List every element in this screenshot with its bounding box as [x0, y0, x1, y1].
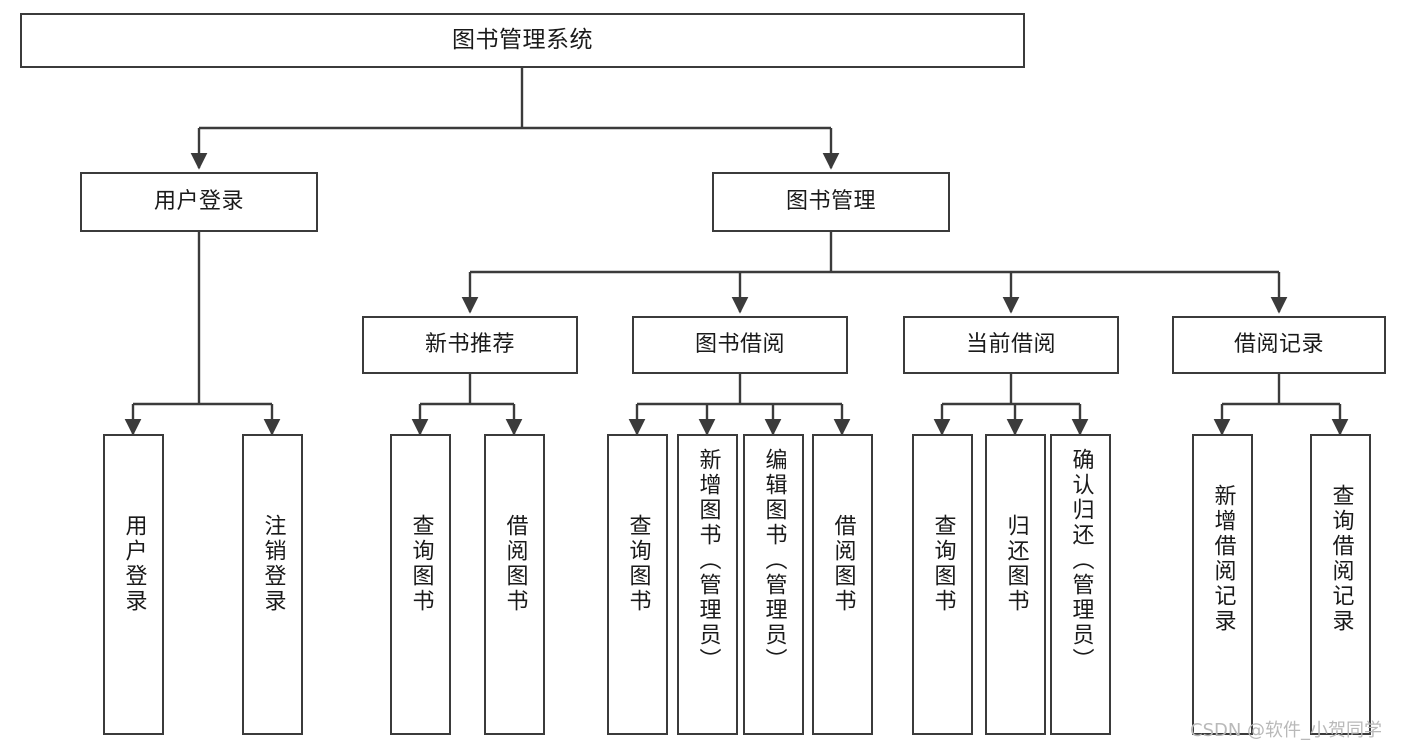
leaf-add-borrow-record[interactable]: 新增借阅记录	[1192, 434, 1253, 735]
node-label: 借阅图书	[830, 514, 856, 614]
leaf-add-book-admin[interactable]: 新增图书（管理员）	[677, 434, 738, 735]
node-book-borrowing[interactable]: 图书借阅	[632, 316, 848, 374]
leaf-query-books-borrowing[interactable]: 查询图书	[607, 434, 668, 735]
node-label: 图书管理系统	[452, 27, 593, 54]
node-label: 查询图书	[408, 514, 434, 614]
node-borrowing-records[interactable]: 借阅记录	[1172, 316, 1386, 374]
leaf-borrow-books[interactable]: 借阅图书	[812, 434, 873, 735]
node-label: 图书借阅	[694, 332, 785, 358]
leaf-query-books-recommendation[interactable]: 查询图书	[390, 434, 451, 735]
leaf-query-books-current[interactable]: 查询图书	[912, 434, 973, 735]
leaf-user-login[interactable]: 用户登录	[103, 434, 164, 735]
node-label: 用户登录	[153, 189, 244, 215]
node-label: 用户登录	[121, 514, 147, 614]
node-label: 借阅图书	[502, 514, 528, 614]
leaf-return-books[interactable]: 归还图书	[985, 434, 1046, 735]
node-label: 新增图书（管理员）	[695, 448, 721, 673]
node-root-library-system[interactable]: 图书管理系统	[20, 13, 1025, 68]
csdn-watermark: CSDN @软件_小贺同学	[1190, 720, 1383, 741]
node-label: 查询借阅记录	[1328, 484, 1354, 634]
node-label: 新增借阅记录	[1210, 484, 1236, 634]
node-label: 编辑图书（管理员）	[761, 448, 787, 673]
node-new-book-recommendation[interactable]: 新书推荐	[362, 316, 578, 374]
node-current-borrowing[interactable]: 当前借阅	[903, 316, 1119, 374]
node-label: 查询图书	[625, 514, 651, 614]
node-label: 归还图书	[1003, 514, 1029, 614]
node-user-login[interactable]: 用户登录	[80, 172, 318, 232]
node-label: 借阅记录	[1233, 332, 1324, 358]
leaf-borrow-books-recommendation[interactable]: 借阅图书	[484, 434, 545, 735]
node-label: 确认归还（管理员）	[1068, 448, 1094, 673]
node-label: 查询图书	[930, 514, 956, 614]
node-label: 注销登录	[260, 514, 286, 614]
node-label: 图书管理	[785, 189, 876, 215]
leaf-edit-book-admin[interactable]: 编辑图书（管理员）	[743, 434, 804, 735]
leaf-logout[interactable]: 注销登录	[242, 434, 303, 735]
node-label: 新书推荐	[424, 332, 515, 358]
node-book-management[interactable]: 图书管理	[712, 172, 950, 232]
leaf-query-borrow-record[interactable]: 查询借阅记录	[1310, 434, 1371, 735]
leaf-confirm-return-admin[interactable]: 确认归还（管理员）	[1050, 434, 1111, 735]
node-label: 当前借阅	[965, 332, 1056, 358]
